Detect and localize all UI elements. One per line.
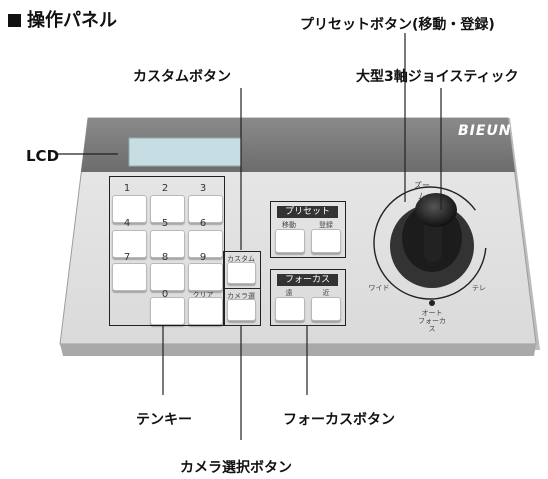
key-3[interactable] <box>188 195 223 223</box>
custom-button[interactable] <box>227 262 256 284</box>
page-title: 操作パネル <box>8 6 117 32</box>
key-8[interactable] <box>150 263 185 291</box>
key-6[interactable] <box>188 230 223 258</box>
key-4[interactable] <box>112 230 147 258</box>
auto-focus-indicator <box>429 300 435 306</box>
preset-move-button[interactable] <box>275 229 305 253</box>
key-1[interactable] <box>112 195 147 223</box>
zoom-label: ズーム <box>414 181 430 201</box>
camera-select-group <box>223 288 261 326</box>
brand-logo: BIEUN <box>458 123 512 139</box>
callout-tenkey: テンキー <box>136 412 192 428</box>
key-0[interactable] <box>150 297 185 325</box>
focus-near-button[interactable] <box>275 297 305 321</box>
tele-label: テレ <box>472 284 486 292</box>
key-label-2: 2 <box>161 183 169 194</box>
key-label-1: 1 <box>123 183 131 194</box>
auto-focus-label: オートフォーカス <box>417 309 447 333</box>
preset-register-label: 登録 <box>319 221 333 229</box>
focus-far-button[interactable] <box>311 297 341 321</box>
custom-label: カスタム <box>227 255 255 263</box>
callout-preset-button: プリセットボタン(移動・登録) <box>300 17 495 33</box>
preset-group <box>270 201 346 258</box>
preset-move-label: 移動 <box>282 221 296 229</box>
key-7[interactable] <box>112 263 147 291</box>
callout-custom-button: カスタムボタン <box>133 69 231 85</box>
key-label-3: 3 <box>199 183 207 194</box>
preset-header: プリセット <box>277 206 338 218</box>
callout-camera-select: カメラ選択ボタン <box>180 460 292 476</box>
callout-focus-button: フォーカスボタン <box>283 412 395 428</box>
preset-register-button[interactable] <box>311 229 341 253</box>
focus-group <box>270 269 346 326</box>
wide-label: ワイド <box>368 284 390 292</box>
focus-near-label: 遠 <box>285 289 293 297</box>
auto-focus-label-line2: フォーカス <box>418 317 446 333</box>
key-9[interactable] <box>188 263 223 291</box>
device-front-edge <box>60 344 536 356</box>
joystick-knob <box>415 193 457 227</box>
camera-select-button[interactable] <box>227 299 256 321</box>
key-5[interactable] <box>150 230 185 258</box>
key-label-4: 4 <box>123 218 131 229</box>
callout-joystick: 大型3軸ジョイスティック <box>356 69 519 85</box>
key-label-5: 5 <box>161 218 169 229</box>
key-label-clear: クリア <box>192 291 214 299</box>
lcd-screen <box>128 137 242 167</box>
key-label-7: 7 <box>123 252 131 263</box>
key-label-6: 6 <box>199 218 207 229</box>
key-2[interactable] <box>150 195 185 223</box>
square-bullet-icon <box>8 14 21 27</box>
focus-far-label: 近 <box>322 289 330 297</box>
callout-lcd: LCD <box>26 147 60 165</box>
key-label-0: 0 <box>161 289 169 300</box>
key-label-9: 9 <box>199 252 207 263</box>
key-label-8: 8 <box>161 252 169 263</box>
focus-header: フォーカス <box>277 274 338 286</box>
joystick-ring <box>373 186 487 300</box>
auto-focus-label-line1: オート <box>421 309 443 317</box>
key-clear[interactable] <box>188 297 223 325</box>
